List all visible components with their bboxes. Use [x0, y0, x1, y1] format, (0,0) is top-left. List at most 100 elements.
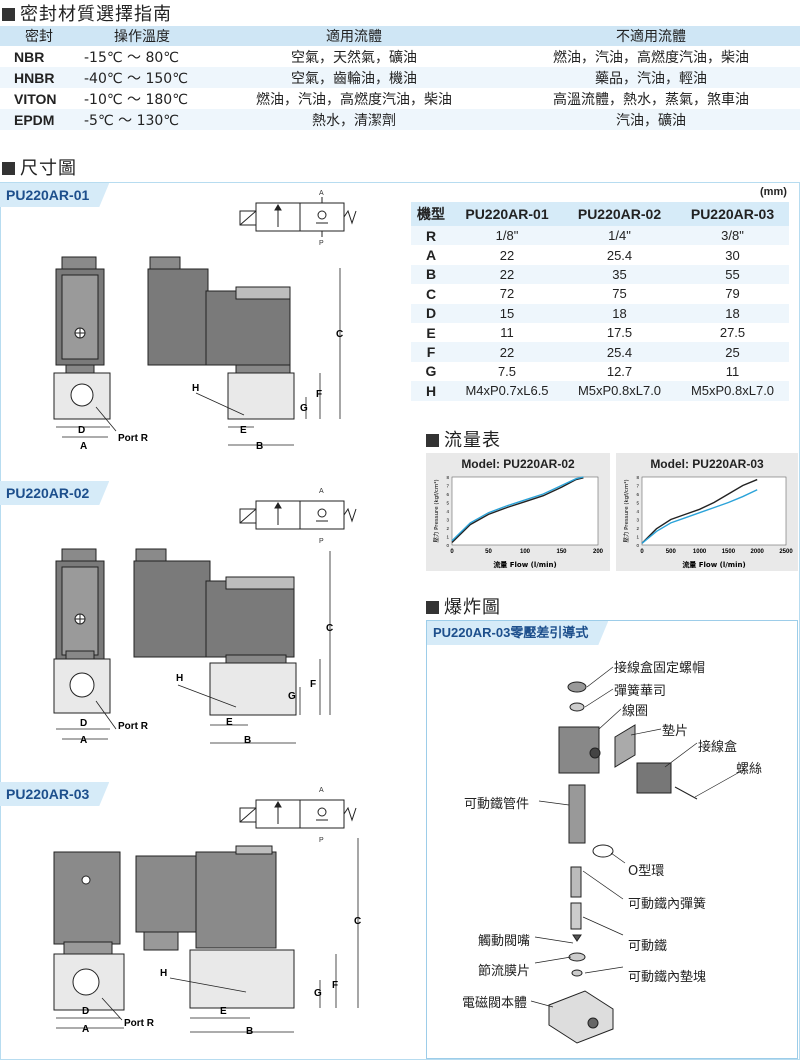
dim-label-f: F	[310, 679, 316, 690]
temp-cell: -40℃ ～ 150℃	[78, 67, 206, 88]
dim-label-port: Port R	[118, 433, 149, 444]
dim-label-e: E	[240, 425, 247, 436]
x-tick-label: 150	[556, 549, 567, 555]
square-bullet-icon	[426, 434, 439, 447]
dim-label-f: F	[316, 389, 322, 400]
dim-label-port: Port R	[124, 1018, 155, 1029]
dim-label-a: A	[82, 1024, 89, 1035]
explode-section-title: 爆炸圖	[426, 593, 501, 619]
dim-label-h: H	[192, 383, 199, 394]
explode-subtitle: PU220AR-03零壓差引導式	[427, 621, 608, 645]
y-tick-label: 5	[446, 501, 449, 506]
series-line	[451, 477, 584, 543]
dim-header: PU220AR-03	[676, 202, 789, 226]
dim-label-c: C	[354, 916, 361, 927]
symbol-port-p: P	[319, 837, 324, 844]
table-row: HNBR -40℃ ～ 150℃ 空氣，齒輪油，機油 藥品，汽油，輕油	[0, 67, 800, 88]
seal-table: 密封 操作溫度 適用流體 不適用流體 NBR -15℃ ～ 80℃ 空氣，天然氣…	[0, 26, 800, 130]
temp-cell: -15℃ ～ 80℃	[84, 49, 180, 66]
dim-label-h: H	[160, 968, 167, 979]
part-label: 線圈	[622, 704, 649, 719]
x-tick-label: 0	[450, 549, 454, 555]
series-line	[451, 476, 584, 542]
dim-label-g: G	[288, 691, 296, 702]
dim-label-d: D	[80, 718, 87, 729]
symbol-port-p: P	[319, 240, 324, 247]
symbol-port-a: A	[319, 190, 324, 197]
y-tick-label: 6	[636, 492, 639, 497]
flow-section-title: 流量表	[426, 426, 501, 452]
y-axis-label: 壓力 Pressure (kgf/cm²)	[622, 479, 630, 542]
dim-label-port: Port R	[118, 721, 149, 732]
square-bullet-icon	[2, 8, 15, 21]
square-bullet-icon	[426, 601, 439, 614]
dim-label-d: D	[82, 1006, 89, 1017]
exploded-view-drawing	[530, 666, 746, 1044]
part-label: 電磁閥本體	[462, 996, 528, 1011]
material-cell: EPDM	[0, 109, 78, 130]
x-tick-label: 0	[640, 549, 644, 555]
seal-section-title: 密封材質選擇指南	[2, 0, 172, 26]
dim-label-g: G	[300, 403, 308, 414]
explode-panel	[426, 620, 798, 1059]
seal-header: 密封	[0, 26, 78, 46]
table-row: EPDM -5℃ ～ 130℃ 熱水，清潔劑 汽油，礦油	[0, 109, 800, 130]
y-tick-label: 4	[446, 509, 449, 514]
y-tick-label: 7	[636, 484, 639, 489]
material-cell: NBR	[14, 48, 45, 65]
x-tick-label: 500	[666, 549, 677, 555]
plot-area	[451, 476, 599, 546]
dim-header: 機型	[411, 202, 451, 226]
x-axis-label: 流量 Flow (l/min)	[493, 560, 556, 569]
x-tick-label: 1000	[693, 549, 707, 555]
material-cell: VITON	[14, 90, 57, 107]
series-line	[641, 478, 758, 544]
y-axis-label: 壓力 Pressure (kgf/cm²)	[432, 479, 440, 542]
x-tick-label: 200	[593, 549, 604, 555]
dim-label-e: E	[226, 717, 233, 728]
y-tick-label: 6	[446, 492, 449, 497]
dim-label-f: F	[332, 980, 338, 991]
temp-cell: -5℃ ～ 130℃	[78, 109, 206, 130]
y-tick-label: 1	[446, 535, 449, 540]
part-label: 接線盒	[698, 740, 738, 755]
part-label: 可動鐵	[628, 939, 668, 954]
table-row: NBR -15℃ ～ 80℃ 空氣，天然氣，礦油 燃油，汽油，高燃度汽油，柴油	[0, 46, 800, 67]
seal-header: 適用流體	[206, 26, 502, 46]
dim-label-b: B	[246, 1026, 253, 1037]
part-label: O型環	[628, 864, 665, 879]
y-tick-label: 5	[636, 501, 639, 506]
x-axis-label: 流量 Flow (l/min)	[682, 560, 745, 569]
suitable-cell: 空氣，齒輪油，機油	[206, 67, 502, 88]
x-tick-label: 100	[520, 549, 531, 555]
chart-title: Model: PU220AR-03	[650, 457, 764, 471]
y-tick-label: 0	[446, 543, 449, 548]
seal-header: 操作溫度	[78, 26, 206, 46]
part-label: 彈簧華司	[614, 684, 667, 699]
model-tab: PU220AR-01	[0, 183, 109, 207]
unsuitable-cell: 藥品，汽油，輕油	[502, 67, 800, 88]
dimension-section-title: 尺寸圖	[2, 154, 77, 180]
series-line	[641, 489, 758, 544]
part-label: 觸動閥嘴	[478, 934, 531, 949]
dim-label-b: B	[256, 441, 263, 452]
part-label: 接線盒固定螺帽	[614, 661, 706, 676]
y-tick-label: 7	[446, 484, 449, 489]
y-tick-label: 8	[446, 475, 449, 480]
suitable-cell: 空氣，天然氣，礦油	[291, 49, 417, 66]
square-bullet-icon	[2, 162, 15, 175]
symbol-port-a: A	[319, 787, 324, 794]
x-tick-label: 2500	[779, 549, 793, 555]
unsuitable-cell: 汽油，礦油	[502, 109, 800, 130]
dimension-drawing-03: A P D A E B C F G H Port R	[53, 787, 361, 1037]
dim-header: PU220AR-01	[451, 202, 563, 226]
dimension-drawing-02: A P D A E B C F G H Port R	[53, 488, 357, 746]
